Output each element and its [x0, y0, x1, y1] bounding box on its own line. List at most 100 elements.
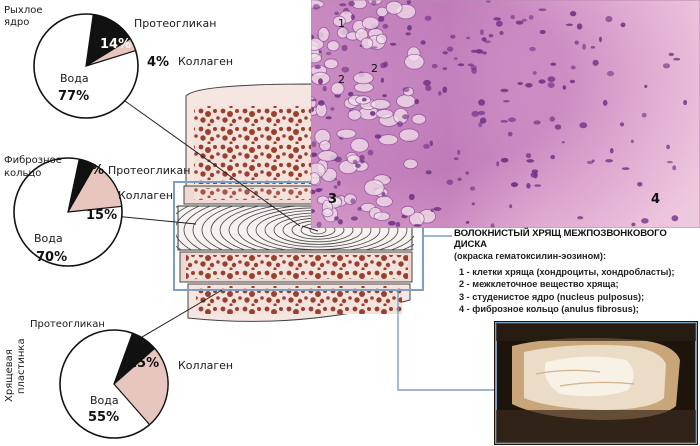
micrograph-cell — [350, 137, 369, 153]
disc-lamella — [219, 206, 414, 250]
figure-caption: ВОЛОКНИСТЫЙ ХРЯЩ МЕЖПОЗВОНКОВОГО ДИСКА (… — [454, 228, 700, 317]
micrograph-cell — [397, 121, 403, 127]
pie-pct-endplate-proteoglycan: 8% — [94, 335, 116, 350]
micrograph-cell — [406, 0, 411, 5]
micrograph-cell — [457, 63, 465, 67]
micrograph-cell — [413, 224, 422, 227]
pie-label-annulus-collagen: Коллаген — [118, 189, 173, 202]
micrograph-label-1: 1 — [338, 17, 345, 30]
micrograph-cell — [453, 57, 458, 60]
micrograph-cell — [348, 1, 355, 7]
micrograph-cell — [446, 179, 454, 185]
micrograph-cell — [330, 107, 335, 111]
micrograph-cell — [672, 165, 677, 171]
micrograph-cell — [423, 143, 430, 149]
micrograph-cell — [490, 223, 495, 228]
micrograph-cell — [411, 113, 427, 125]
pie-pct-nucleus-proteoglycan: 14% — [100, 37, 131, 52]
micrograph-cell — [404, 53, 425, 70]
micrograph-cell — [457, 177, 462, 181]
micrograph-cell — [438, 91, 442, 96]
micrograph-cell — [390, 42, 397, 46]
micrograph-cell — [532, 71, 537, 75]
vertebra-lower — [179, 251, 413, 322]
micrograph-cell — [373, 211, 391, 222]
pie-nucleus-slice-1 — [85, 37, 137, 67]
micrograph-cell — [396, 94, 416, 108]
micrograph-cell — [683, 99, 687, 106]
micrograph-cell — [538, 8, 547, 12]
micrograph-cell — [350, 198, 356, 204]
micrograph-cell — [398, 128, 420, 142]
micrograph-cell — [484, 40, 491, 44]
pie-title-endplate-line2: пластинка — [16, 338, 27, 394]
pie-pct-nucleus-water: 77% — [58, 89, 89, 104]
micrograph-cell — [538, 79, 546, 84]
micrograph-cell — [332, 15, 346, 27]
micrograph-cell — [429, 140, 433, 147]
micrograph-cell — [570, 65, 576, 70]
micrograph-cell — [348, 91, 354, 97]
micrograph-cell — [620, 22, 626, 28]
micrograph-cell — [318, 100, 325, 106]
micrograph-cell — [357, 207, 362, 211]
pie-chart-annulus — [13, 157, 123, 267]
micrograph-cell — [405, 32, 412, 36]
micrograph-cell — [319, 140, 332, 152]
micrograph-cell — [430, 208, 434, 213]
micrograph-cell — [311, 34, 314, 40]
micrograph-cell — [479, 117, 487, 124]
micrograph-cell — [605, 16, 613, 23]
caption-title: ВОЛОКНИСТЫЙ ХРЯЩ МЕЖПОЗВОНКОВОГО ДИСКА — [454, 228, 667, 250]
micrograph-cell — [425, 170, 432, 175]
pie-pct-endplate-collagen: 25% — [128, 356, 159, 371]
micrograph-cell — [479, 29, 484, 36]
micrograph-cell — [370, 111, 376, 116]
micrograph-cell — [361, 16, 380, 30]
disc-lamella — [210, 206, 414, 250]
micrograph-cell — [529, 46, 536, 52]
pie-label-nucleus-collagen: Коллаген — [178, 55, 233, 68]
micrograph-cell — [478, 99, 486, 106]
micrograph-cell — [408, 193, 415, 201]
micrograph-cell — [547, 82, 555, 88]
micrograph-cell — [477, 110, 486, 116]
micrograph-cell — [375, 195, 393, 208]
micrograph-cell — [565, 23, 574, 26]
micrograph-cell — [599, 36, 602, 43]
micrograph-label-2a: 2 — [338, 73, 345, 86]
micrograph-cell — [610, 148, 614, 154]
micrograph-cell — [496, 20, 503, 27]
pie-label-annulus-water: Вода — [34, 232, 63, 245]
micrograph-cell — [592, 59, 599, 66]
micrograph-cell — [500, 120, 509, 123]
micrograph-cell — [442, 67, 447, 70]
micrograph-cell — [450, 34, 456, 39]
disc-lamella — [201, 206, 414, 250]
micrograph-cell — [433, 207, 442, 211]
caption-item-1: 1 - клетки хряща (хондроциты, хондроблас… — [459, 267, 675, 277]
micrograph-cell — [577, 216, 584, 220]
micrograph-cell — [602, 99, 608, 106]
micrograph-cell — [619, 122, 625, 127]
micrograph-cell — [562, 85, 567, 90]
pie-annulus-slice-1 — [66, 164, 123, 213]
micrograph-cell — [510, 15, 515, 20]
pie-endplate-slice-1 — [113, 347, 169, 426]
disc-lamella — [228, 206, 408, 250]
micrograph-cell — [324, 58, 339, 69]
micrograph-cell — [325, 51, 332, 56]
micrograph-cell — [395, 221, 401, 228]
micrograph-cell — [569, 11, 577, 17]
zoom-frames — [173, 181, 494, 391]
micrograph-cell — [579, 122, 588, 129]
micrograph-cell — [569, 79, 576, 84]
micrograph-cell — [631, 222, 636, 227]
micrograph-cell — [347, 109, 362, 121]
micrograph-cell — [605, 159, 613, 163]
micrograph-cell — [367, 149, 374, 156]
micrograph-cell — [508, 117, 516, 123]
micrograph-cell — [370, 99, 391, 110]
micrograph-labels: 1 2 2 3 4 — [328, 17, 660, 207]
